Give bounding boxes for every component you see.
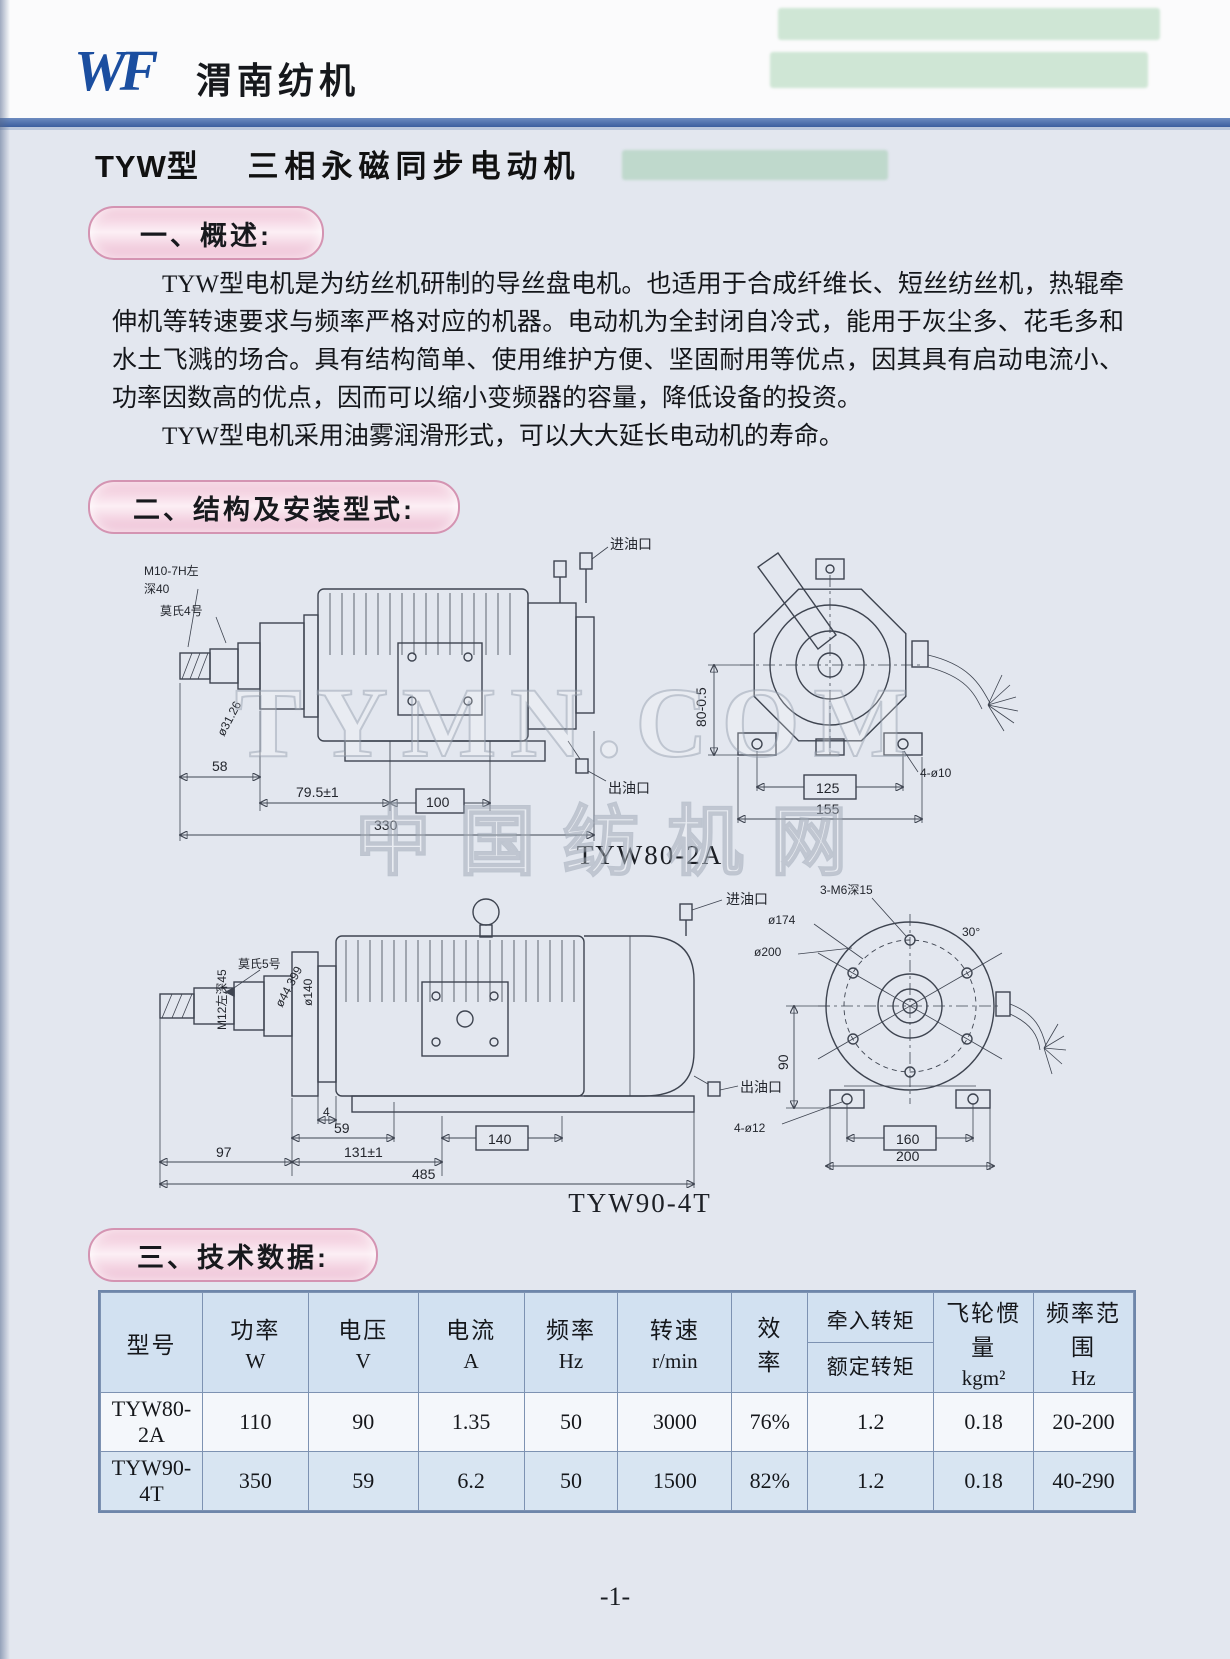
title-name: 三相永磁同步电动机 [247, 149, 581, 184]
tyw80-side-view: 进油口 出油口 M10-7H左 深40 莫氏4号 ø31.26 58 79.5±… [144, 536, 652, 841]
cell-frequency: 50 [523, 1451, 619, 1511]
table-row-tyw80: TYW80-2A 110 90 1.35 50 3000 76% 1.2 0.1… [100, 1392, 1134, 1452]
tyw90-dim-131: 131±1 [344, 1144, 383, 1160]
scan-artifact-title [622, 150, 888, 180]
page-number: -1- [599, 1582, 631, 1611]
page-title: TYW型 三相永磁同步电动机 [95, 141, 581, 186]
tyw80-outlet-label: 出油口 [608, 780, 650, 796]
tyw90-dim-200: 200 [896, 1148, 920, 1164]
tyw80-dim-79: 79.5±1 [296, 784, 339, 800]
section-tech-heading: 三、技术数据: [88, 1228, 378, 1282]
tyw80-dim-125: 125 [816, 780, 840, 796]
tyw80-dim-330: 330 [374, 817, 398, 833]
cell-voltage: 90 [307, 1392, 419, 1452]
tyw90-dim-59: 59 [334, 1120, 350, 1136]
tyw90-drawing: 进油口 出油口 M12左深45 莫氏5号 ø44.399 ø140 4 59 1… [130, 880, 1070, 1210]
cell-efficiency: 76% [731, 1392, 809, 1452]
logo-letters: WF [74, 38, 158, 103]
scan-artifact-top-2 [770, 52, 1148, 88]
tyw90-dim-160: 160 [896, 1131, 920, 1147]
tyw80-dim-100: 100 [426, 794, 450, 810]
cell-efficiency: 82% [731, 1451, 809, 1511]
cell-frequency: 50 [523, 1392, 619, 1452]
wf-logo: WF [72, 34, 192, 104]
tyw80-dim-58: 58 [212, 758, 228, 774]
tyw80-caption: TYW80-2A [576, 840, 724, 870]
cell-model: TYW90-4T [100, 1451, 203, 1511]
cell-model: TYW80-2A [100, 1392, 203, 1452]
tyw90-end-view: 3-M6深15 ø174 ø200 30° 4-ø12 90 160 200 [734, 883, 1067, 1170]
cell-range: 40-290 [1033, 1451, 1134, 1511]
cell-current: 1.35 [417, 1392, 525, 1452]
tyw90-holes-m6-label: 3-M6深15 [820, 883, 873, 897]
tyw90-flange-dia-label: ø140 [301, 978, 315, 1006]
tyw80-shaft-dia-label: ø31.26 [214, 699, 244, 739]
title-model: TYW型 [95, 149, 199, 184]
tyw80-taper-label: 莫氏4号 [160, 604, 203, 618]
tyw90-outlet-label: 出油口 [740, 1079, 782, 1095]
tyw90-d200-circle-label: ø200 [754, 945, 782, 959]
cell-voltage: 59 [307, 1451, 419, 1511]
cell-torque: 1.2 [807, 1451, 935, 1511]
cell-speed: 1500 [617, 1451, 733, 1511]
tyw90-taper-label: 莫氏5号 [238, 957, 281, 971]
overview-paragraph-2: TYW型电机采用油雾润滑形式，可以大大延长电动机的寿命。 [162, 423, 844, 450]
cell-range: 20-200 [1033, 1392, 1134, 1452]
page-header: WF 渭南纺机 [0, 0, 1230, 118]
scan-edge-shade [0, 0, 10, 1659]
overview-text: TYW型电机是为纺丝机研制的导丝盘电机。也适用于合成纤维长、短丝纺丝机，热辊牵伸… [112, 266, 1124, 456]
scan-artifact-top-1 [778, 8, 1160, 40]
tyw90-inlet-label: 进油口 [726, 891, 768, 907]
cell-power: 350 [201, 1451, 309, 1511]
cell-power: 110 [201, 1392, 309, 1452]
header-divider-shadow [0, 127, 1230, 130]
tyw90-dim-97: 97 [216, 1144, 232, 1160]
tyw90-thread-label: M12左深45 [214, 969, 229, 1030]
tyw80-end-view: 80-0.5 125 155 4-ø10 [693, 552, 1019, 823]
tyw80-holes-label: 4-ø10 [920, 766, 952, 780]
tyw90-dim-485: 485 [412, 1166, 436, 1182]
tyw80-drawing: 进油口 出油口 M10-7H左 深40 莫氏4号 ø31.26 58 79.5±… [140, 525, 1019, 870]
tyw80-thread-label: M10-7H左 [144, 563, 199, 578]
col-efficiency: 效率 [731, 1292, 809, 1393]
tyw90-dim-4: 4 [323, 1105, 330, 1119]
tyw90-holes-12-label: 4-ø12 [734, 1121, 766, 1135]
cell-torque: 1.2 [807, 1392, 935, 1452]
tyw90-caption: TYW90-4T [568, 1188, 712, 1218]
col-model: 型号 [100, 1292, 203, 1393]
cell-inertia: 0.18 [933, 1451, 1035, 1511]
tyw80-thread-depth-label: 深40 [144, 582, 170, 596]
cell-inertia: 0.18 [933, 1392, 1035, 1452]
tyw90-dim-90: 90 [775, 1054, 791, 1070]
section-structure-heading: 二、结构及安装型式: [88, 480, 460, 534]
tyw80-inlet-label: 进油口 [610, 536, 652, 552]
table-row-tyw90: TYW90-4T 350 59 6.2 50 1500 82% 1.2 0.18… [100, 1451, 1134, 1511]
section-overview-heading: 一、概述: [88, 206, 324, 260]
header-divider [0, 118, 1230, 127]
brand-name: 渭南纺机 [196, 60, 361, 101]
tyw90-d174-label: ø174 [768, 913, 796, 927]
overview-paragraph-1: TYW型电机是为纺丝机研制的导丝盘电机。也适用于合成纤维长、短丝纺丝机，热辊牵伸… [112, 271, 1124, 412]
tyw80-dim-155: 155 [816, 801, 840, 817]
tyw90-side-view: 进油口 出油口 M12左深45 莫氏5号 ø44.399 ø140 4 59 1… [160, 891, 782, 1188]
cell-speed: 3000 [617, 1392, 733, 1452]
tyw80-dim-80: 80-0.5 [693, 687, 709, 727]
cell-current: 6.2 [417, 1451, 525, 1511]
tyw90-dim-140: 140 [488, 1131, 512, 1147]
tyw90-angle-label: 30° [962, 925, 980, 939]
col-torque-ratio: 牵入转矩 额定转矩 [807, 1292, 935, 1393]
